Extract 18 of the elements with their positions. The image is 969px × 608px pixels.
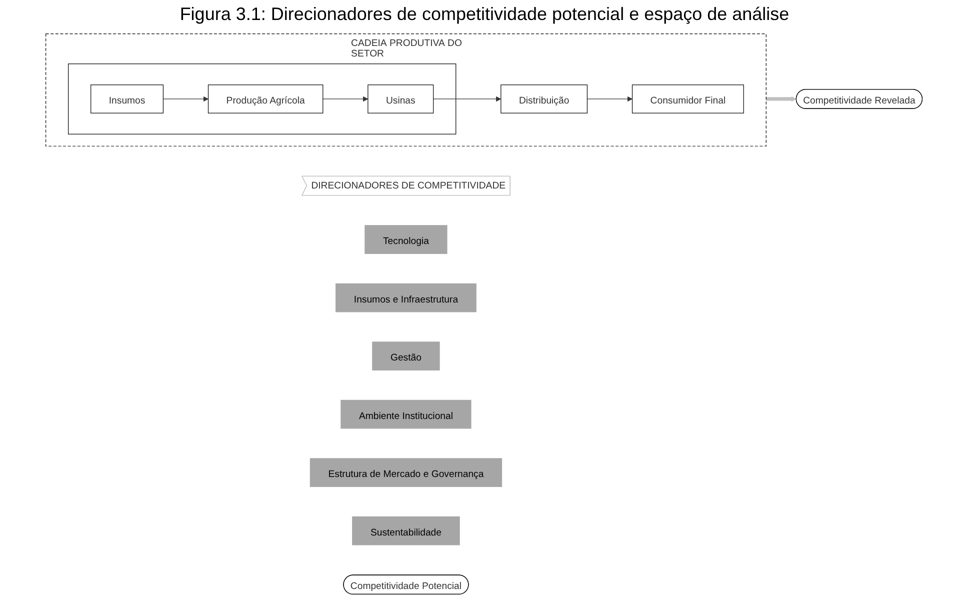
arrow [434,96,502,102]
node-box: Sustentabilidade [352,516,460,546]
node-box: Insumos [91,84,164,114]
node-box: Usinas [368,84,434,114]
node-box: Consumidor Final [632,84,744,114]
arrow [587,96,633,102]
arrow [766,96,797,102]
node-box: Ambiente Institucional [341,400,472,429]
arrow [323,96,369,102]
node-box: Produção Agrícola [208,84,324,114]
node-box: Distribuição [501,84,588,114]
arrow [163,96,209,102]
node-box: Estrutura de Mercado e Governança [310,458,503,487]
cluster [68,64,457,134]
node-box: Gestão [372,342,440,370]
node-box: Tecnologia [365,225,448,254]
node-box: Insumos e Infraestrutura [336,283,477,312]
figure-title: Figura 3.1: Direcionadores de competitividade potencial e espaço de análise [178,4,790,25]
